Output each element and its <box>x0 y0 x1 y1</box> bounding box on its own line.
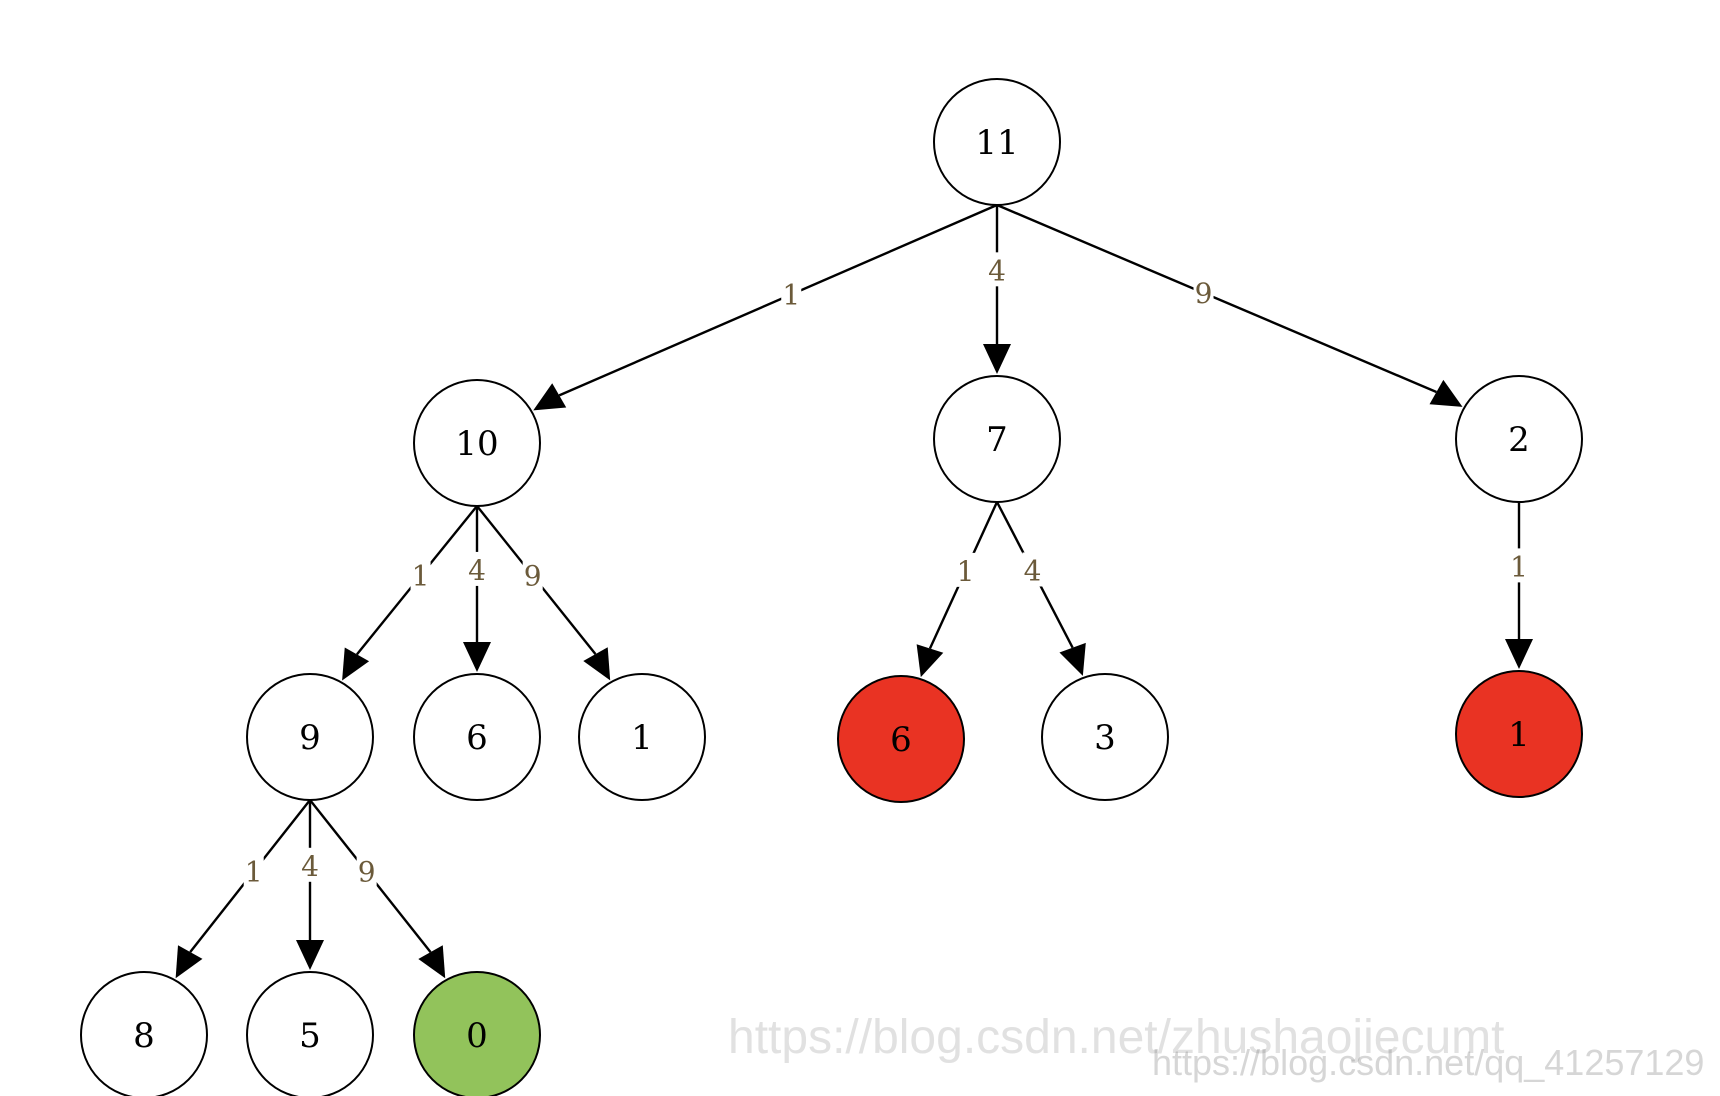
node-label: 0 <box>466 1016 488 1056</box>
edge-n9-n5: 4 <box>296 800 324 970</box>
edge-label-bg <box>1193 274 1214 309</box>
arrowhead <box>463 642 491 672</box>
edge-label: 4 <box>988 254 1006 287</box>
edge-label-bg <box>1022 552 1043 587</box>
node-circle <box>1455 670 1583 798</box>
node-circle <box>1041 673 1169 801</box>
node-label: 9 <box>299 718 321 758</box>
node-circle <box>246 673 374 801</box>
node-label: 6 <box>890 720 912 760</box>
edge-n10-n1a: 9 <box>476 505 611 681</box>
edge-label: 9 <box>358 855 376 888</box>
edge-label-bg <box>987 252 1007 287</box>
edge-n11-n2: 9 <box>996 203 1463 407</box>
edge-n11-n7: 4 <box>983 205 1011 374</box>
node-label: 2 <box>1508 420 1530 460</box>
node-n0: 0 <box>413 971 541 1096</box>
edge-n9-n8: 1 <box>175 799 311 979</box>
edge-label-bg <box>467 551 487 586</box>
node-n5: 5 <box>246 971 374 1096</box>
node-n6b: 6 <box>837 675 965 803</box>
arrowhead <box>418 945 446 979</box>
edge-label: 9 <box>1195 277 1213 310</box>
edge-n2-n1b: 1 <box>1505 502 1533 669</box>
arrowhead <box>983 344 1011 374</box>
edge-label: 4 <box>1024 554 1042 587</box>
node-circle <box>837 675 965 803</box>
arrowhead <box>1429 379 1463 407</box>
edge-label: 1 <box>1510 550 1528 583</box>
node-circle <box>933 375 1061 503</box>
arrowhead <box>296 940 324 970</box>
node-n1b: 1 <box>1455 670 1583 798</box>
arrowhead <box>583 647 611 681</box>
node-n1a: 1 <box>578 673 706 801</box>
node-circle <box>80 971 208 1096</box>
node-label: 1 <box>1508 715 1530 755</box>
edge-label-bg <box>955 552 976 587</box>
arrowhead <box>533 383 567 411</box>
node-label: 7 <box>986 420 1008 460</box>
edge-label-bg <box>356 853 377 888</box>
edge-label: 9 <box>524 560 542 593</box>
node-label: 10 <box>455 424 498 464</box>
node-label: 3 <box>1094 718 1116 758</box>
node-circle <box>413 971 541 1096</box>
node-label: 5 <box>299 1016 321 1056</box>
node-n8: 8 <box>80 971 208 1096</box>
edge-label: 4 <box>301 850 319 883</box>
edge-label: 4 <box>468 554 486 587</box>
node-n10: 10 <box>413 379 541 507</box>
node-n7: 7 <box>933 375 1061 503</box>
edge-label: 1 <box>782 278 800 311</box>
node-n9: 9 <box>246 673 374 801</box>
edge-label: 1 <box>412 560 430 593</box>
edge-label-bg <box>1509 548 1529 583</box>
edge-label-bg <box>410 557 431 592</box>
node-label: 8 <box>133 1016 155 1056</box>
arrowhead <box>1505 639 1533 669</box>
node-label: 6 <box>466 718 488 758</box>
edge-line <box>558 203 998 397</box>
node-label: 11 <box>975 123 1018 163</box>
edge-n11-n10: 1 <box>533 203 998 411</box>
node-n3: 3 <box>1041 673 1169 801</box>
arrowhead <box>1059 642 1086 676</box>
edge-n10-n9: 1 <box>342 505 478 681</box>
edge-n10-n6a: 4 <box>463 506 491 672</box>
edge-label-bg <box>781 276 802 311</box>
node-n2: 2 <box>1455 375 1583 503</box>
edge-n7-n3: 4 <box>995 501 1086 676</box>
node-circle <box>578 673 706 801</box>
node-label: 1 <box>631 718 653 758</box>
node-circle <box>413 379 541 507</box>
edge-label: 1 <box>957 555 975 588</box>
node-n6a: 6 <box>413 673 541 801</box>
edge-label-bg <box>522 557 543 592</box>
arrowhead <box>916 644 944 678</box>
node-circle <box>933 78 1061 206</box>
edge-line <box>996 203 1437 394</box>
edge-label: 1 <box>245 855 263 888</box>
node-circle <box>413 673 541 801</box>
edge-n7-n6b: 1 <box>916 501 999 678</box>
node-circle <box>246 971 374 1096</box>
edge-label-bg <box>300 847 320 882</box>
edge-n9-n0: 9 <box>309 799 446 979</box>
node-n11: 11 <box>933 78 1061 206</box>
arrowhead <box>175 945 203 979</box>
edge-label-bg <box>243 853 264 888</box>
arrowhead <box>342 647 370 681</box>
node-circle <box>1455 375 1583 503</box>
